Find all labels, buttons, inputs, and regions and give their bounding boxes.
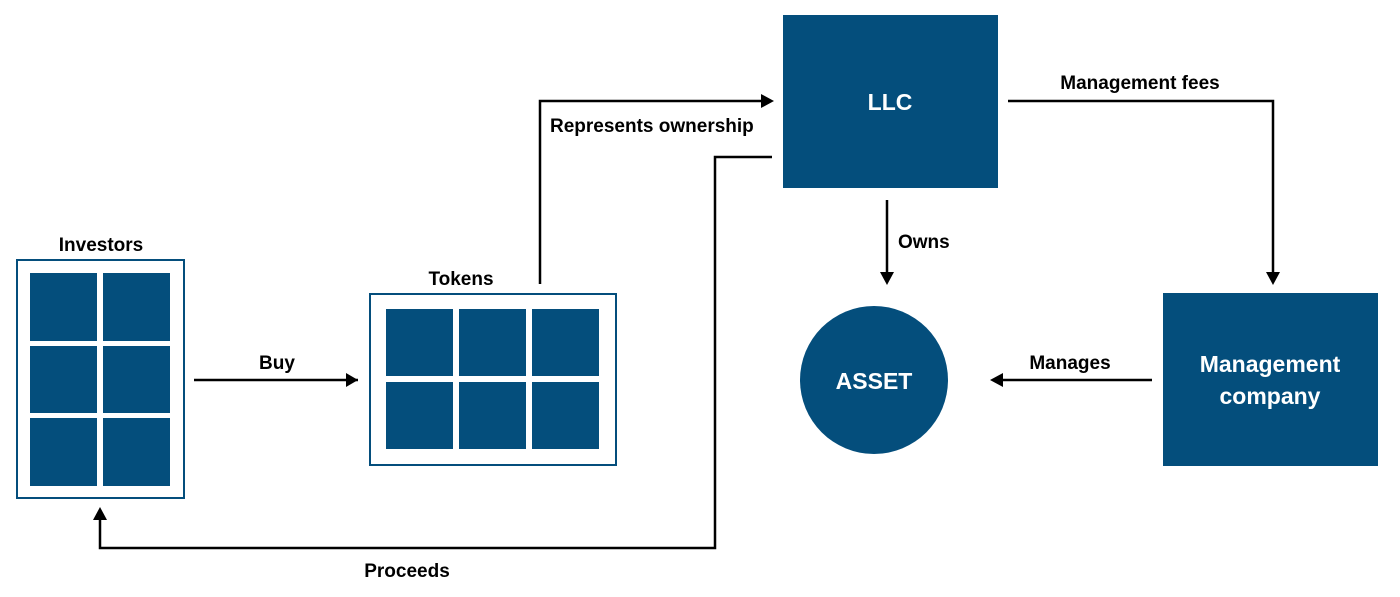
token-cell xyxy=(459,309,526,376)
investor-cell xyxy=(103,418,170,486)
tokens-node: Tokens xyxy=(369,269,617,466)
edge-represents-ownership: Represents ownership xyxy=(538,94,774,284)
llc-label: LLC xyxy=(868,89,913,115)
token-cell xyxy=(386,382,453,449)
investor-cell xyxy=(103,273,170,341)
management-company-box xyxy=(1163,293,1378,466)
management-company-label-line1: Management xyxy=(1200,351,1341,377)
investors-label: Investors xyxy=(59,235,143,256)
edge-buy: Buy xyxy=(194,353,358,387)
represents-ownership-arrow xyxy=(538,99,762,284)
edge-owns: Owns xyxy=(880,200,950,285)
edge-management-fees: Management fees xyxy=(1008,73,1280,285)
management-company-node: Management company xyxy=(1163,293,1378,466)
investor-cell xyxy=(30,273,97,341)
buy-label: Buy xyxy=(259,353,295,374)
token-cell xyxy=(532,309,599,376)
llc-node: LLC xyxy=(783,15,998,188)
owns-label: Owns xyxy=(898,232,950,253)
investor-cell xyxy=(103,346,170,413)
token-cell xyxy=(532,382,599,449)
manages-label: Manages xyxy=(1029,353,1110,374)
asset-circle xyxy=(800,306,948,454)
owns-arrowhead xyxy=(880,272,894,285)
manages-arrowhead xyxy=(990,373,1003,387)
proceeds-arrowhead xyxy=(93,507,107,520)
proceeds-label: Proceeds xyxy=(364,561,450,582)
investor-cell xyxy=(30,418,97,486)
edge-manages: Manages xyxy=(990,353,1152,387)
investors-node: Investors xyxy=(16,235,185,499)
asset-node: ASSET xyxy=(800,306,948,454)
edge-proceeds: Proceeds xyxy=(93,155,772,582)
token-cell xyxy=(459,382,526,449)
management-fees-arrowhead xyxy=(1266,272,1280,285)
management-fees-label: Management fees xyxy=(1060,73,1219,94)
proceeds-arrow xyxy=(98,155,772,550)
represents-ownership-label: Represents ownership xyxy=(550,116,754,137)
management-fees-arrow xyxy=(1008,99,1275,272)
tokens-label: Tokens xyxy=(428,269,493,290)
token-cell xyxy=(386,309,453,376)
management-company-label-line2: company xyxy=(1220,383,1321,409)
llc-box xyxy=(783,15,998,188)
investor-cell xyxy=(30,346,97,413)
asset-label: ASSET xyxy=(836,368,913,394)
buy-arrowhead xyxy=(346,373,358,387)
represents-ownership-arrowhead xyxy=(761,94,774,108)
